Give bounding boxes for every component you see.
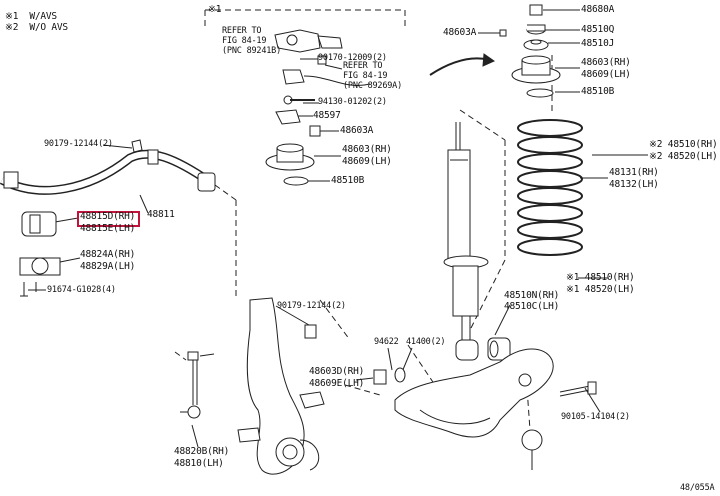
part-48603-right[interactable]: 48603(RH): [581, 57, 631, 68]
part-48815d[interactable]: 48815D(RH): [80, 211, 136, 222]
part-90179-left[interactable]: 90179-12144(2): [44, 139, 113, 149]
part-91674[interactable]: 91674-G1028(4): [47, 285, 116, 295]
refer-a-line2[interactable]: FIG 84-19: [222, 36, 267, 46]
part-48609e[interactable]: 48609E(LH): [309, 378, 365, 389]
note-marker: ※1: [208, 4, 222, 15]
part-48680a[interactable]: 48680A: [581, 4, 615, 15]
part-48603a-mid[interactable]: 48603A: [340, 125, 374, 136]
part-48510-wo-avs[interactable]: ※2 48510(RH): [649, 139, 718, 150]
part-48609-right[interactable]: 48609(LH): [581, 69, 631, 80]
part-48510q[interactable]: 48510Q: [581, 24, 615, 35]
part-48131[interactable]: 48131(RH): [609, 167, 659, 178]
refer-b-line3[interactable]: (PNC 89269A): [343, 81, 403, 91]
part-48510b-right[interactable]: 48510B: [581, 86, 615, 97]
part-90179-center[interactable]: 90179-12144(2): [277, 301, 346, 311]
part-90170[interactable]: 90170-12009(2): [318, 53, 387, 63]
highlight-box: [77, 211, 140, 227]
note-w-avs: ※1 W/AVS: [5, 11, 57, 22]
refer-a-line1[interactable]: REFER TO: [222, 26, 262, 36]
part-90105[interactable]: 90105-14104(2): [561, 412, 630, 422]
part-48609-mid[interactable]: 48609(LH): [342, 156, 392, 167]
part-41400[interactable]: 41400(2): [406, 337, 446, 347]
part-48510b-mid[interactable]: 48510B: [331, 175, 365, 186]
figure-code: 48/055A: [680, 483, 715, 493]
part-48603a-right[interactable]: 48603A: [443, 27, 477, 38]
part-48132[interactable]: 48132(LH): [609, 179, 659, 190]
part-48815e[interactable]: 48815E(LH): [80, 223, 136, 234]
part-48603d[interactable]: 48603D(RH): [309, 366, 365, 377]
part-48520-w-avs[interactable]: ※1 48520(LH): [566, 284, 635, 295]
part-48597[interactable]: 48597: [313, 110, 341, 121]
part-48824a[interactable]: 48824A(RH): [80, 249, 136, 260]
part-48510c[interactable]: 48510C(LH): [504, 301, 560, 312]
part-48520-wo-avs[interactable]: ※2 48520(LH): [649, 151, 718, 162]
refer-a-line3[interactable]: (PNC 89241B): [222, 46, 282, 56]
part-48510-w-avs[interactable]: ※1 48510(RH): [566, 272, 635, 283]
part-94130[interactable]: 94130-01202(2): [318, 97, 387, 107]
part-94622[interactable]: 94622: [374, 337, 399, 347]
part-48810[interactable]: 48810(LH): [174, 458, 224, 469]
part-48829a[interactable]: 48829A(LH): [80, 261, 136, 272]
part-48820b[interactable]: 48820B(RH): [174, 446, 230, 457]
refer-b-line2[interactable]: FIG 84-19: [343, 71, 388, 81]
refer-b-line1[interactable]: REFER TO: [343, 61, 383, 71]
part-48603-mid[interactable]: 48603(RH): [342, 144, 392, 155]
part-48510n[interactable]: 48510N(RH): [504, 290, 560, 301]
part-48811[interactable]: 48811: [147, 209, 175, 220]
note-wo-avs: ※2 W/O AVS: [5, 22, 68, 33]
part-48510j[interactable]: 48510J: [581, 38, 615, 49]
